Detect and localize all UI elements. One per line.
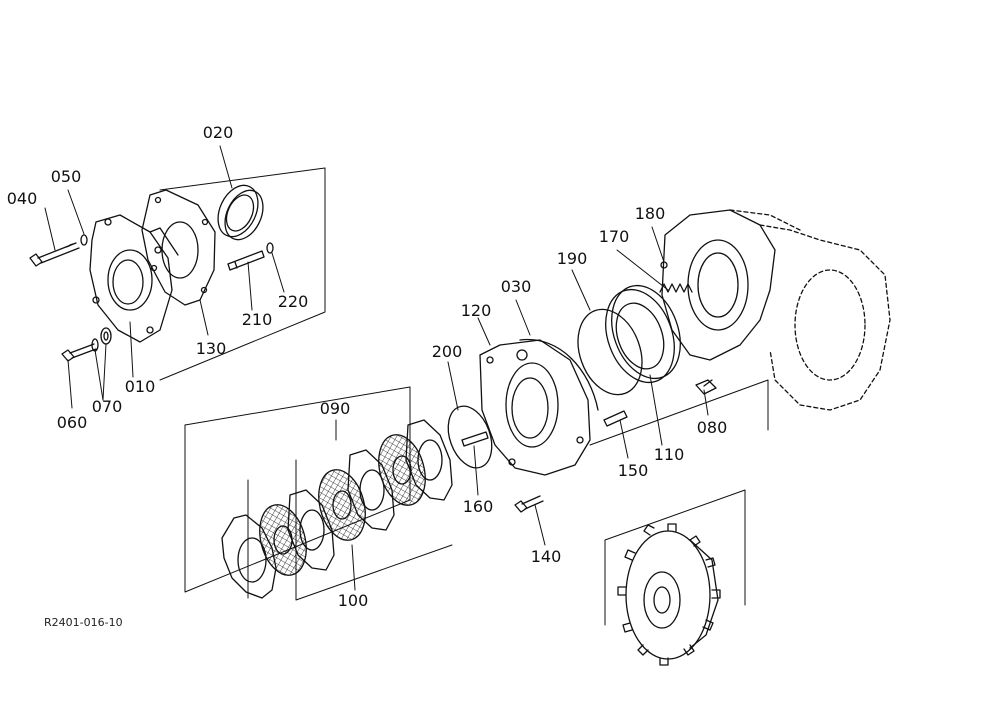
label-190: 190 <box>556 249 588 268</box>
bracket-lines <box>159 167 769 626</box>
ring-220 <box>266 242 274 254</box>
washers-070 <box>91 327 112 352</box>
clutch-plate-2 <box>287 489 335 571</box>
label-140: 140 <box>530 547 562 566</box>
label-130: 130 <box>195 339 227 358</box>
gear <box>617 523 721 666</box>
label-200: 200 <box>431 342 463 361</box>
label-020: 020 <box>202 123 234 142</box>
friction-disc-1 <box>259 504 307 576</box>
ring-030 <box>519 338 599 411</box>
pin-150 <box>603 410 628 427</box>
drawing-code: R2401-016-10 <box>44 616 123 629</box>
piston-110 <box>605 284 681 384</box>
washer-050 <box>80 234 88 246</box>
leader-lines <box>44 145 709 591</box>
o-ring-190 <box>577 308 643 396</box>
cover-010 <box>89 214 179 343</box>
label-170: 170 <box>598 227 630 246</box>
friction-disc-3 <box>378 434 426 506</box>
label-080: 080 <box>696 418 728 437</box>
bolt-040 <box>29 242 80 267</box>
label-100: 100 <box>337 591 369 610</box>
label-070: 070 <box>91 397 123 416</box>
label-120: 120 <box>460 301 492 320</box>
label-160: 160 <box>462 497 494 516</box>
gasket-130 <box>141 189 216 306</box>
label-150: 150 <box>617 461 649 480</box>
transmission-housing <box>661 209 891 411</box>
pin-160 <box>461 431 489 447</box>
label-180: 180 <box>634 204 666 223</box>
o-ring-200 <box>447 405 493 469</box>
oil-seal-020 <box>217 184 264 241</box>
clutch-plate-3 <box>347 449 395 531</box>
label-210: 210 <box>241 310 273 329</box>
label-040: 040 <box>6 189 38 208</box>
pin-210 <box>227 250 265 271</box>
label-050: 050 <box>50 167 82 186</box>
label-030: 030 <box>500 277 532 296</box>
piston-case-120 <box>479 339 591 476</box>
bolt-060 <box>61 343 97 362</box>
plug-080 <box>695 379 717 395</box>
label-110: 110 <box>653 445 685 464</box>
label-010: 010 <box>124 377 156 396</box>
clutch-plate-4 <box>405 419 453 501</box>
clutch-plate-1 <box>221 514 277 599</box>
label-060: 060 <box>56 413 88 432</box>
bolt-140 <box>514 495 544 513</box>
label-220: 220 <box>277 292 309 311</box>
spring-170 <box>659 283 693 293</box>
label-090: 090 <box>319 399 351 418</box>
